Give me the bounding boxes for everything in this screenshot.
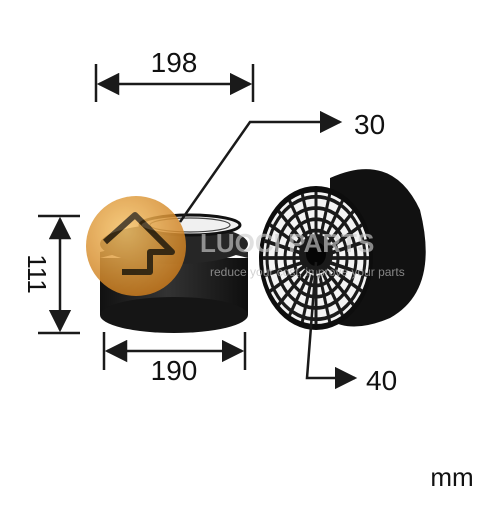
watermark-tagline: reduce your cost, improve your parts bbox=[210, 265, 405, 279]
watermark: LUOCI PARTS reduce your cost, improve yo… bbox=[86, 196, 405, 296]
dimension-top-width: 198 bbox=[94, 47, 255, 102]
dimension-height: 111 bbox=[22, 214, 80, 335]
dim-label-30: 30 bbox=[354, 109, 385, 140]
filter-pleat-grid bbox=[263, 191, 369, 325]
pleat-ring bbox=[265, 194, 367, 322]
leader-outlet-bottom: 40 bbox=[305, 261, 397, 396]
filter-front-view bbox=[259, 169, 426, 330]
dim-label-111: 111 bbox=[22, 254, 52, 294]
dim-label-198: 198 bbox=[151, 47, 198, 78]
dim-label-40: 40 bbox=[366, 365, 397, 396]
dimension-bottom-width: 190 bbox=[102, 332, 247, 386]
leader-outlet-top: 30 bbox=[178, 109, 385, 223]
dim-label-190: 190 bbox=[151, 355, 198, 386]
watermark-brand: LUOCI PARTS bbox=[200, 228, 374, 258]
unit-label: mm bbox=[430, 462, 473, 492]
pleat-ring bbox=[274, 206, 358, 310]
watermark-logo-icon bbox=[86, 196, 186, 296]
pleat-ring bbox=[292, 228, 340, 288]
pleat-ring bbox=[283, 217, 349, 299]
